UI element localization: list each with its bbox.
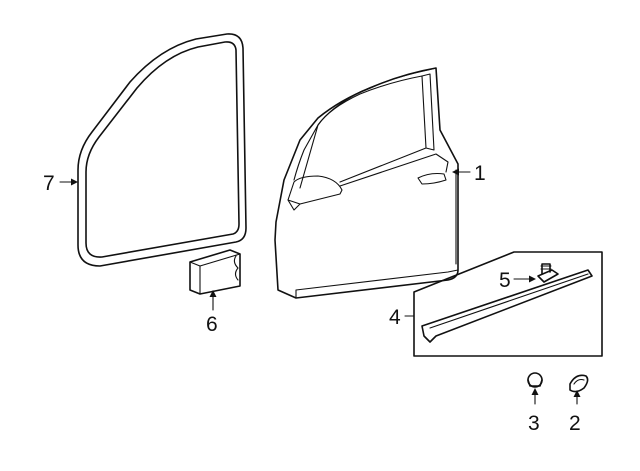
callout-6: 6 [206,313,218,336]
pad-part [189,249,241,295]
callout-1: 1 [474,162,486,185]
molding-box [413,251,603,357]
leader-lines [59,168,581,405]
callout-7: 7 [43,172,55,195]
callout-2: 2 [569,412,581,435]
callout-4: 4 [389,306,401,329]
clip-3-part [527,372,543,388]
weatherstrip-part [77,33,247,267]
clip-2-part [569,374,589,393]
callout-5: 5 [499,269,511,292]
molding-clip-part [537,263,559,283]
callout-3: 3 [528,412,540,435]
door-shell-part [274,67,459,299]
